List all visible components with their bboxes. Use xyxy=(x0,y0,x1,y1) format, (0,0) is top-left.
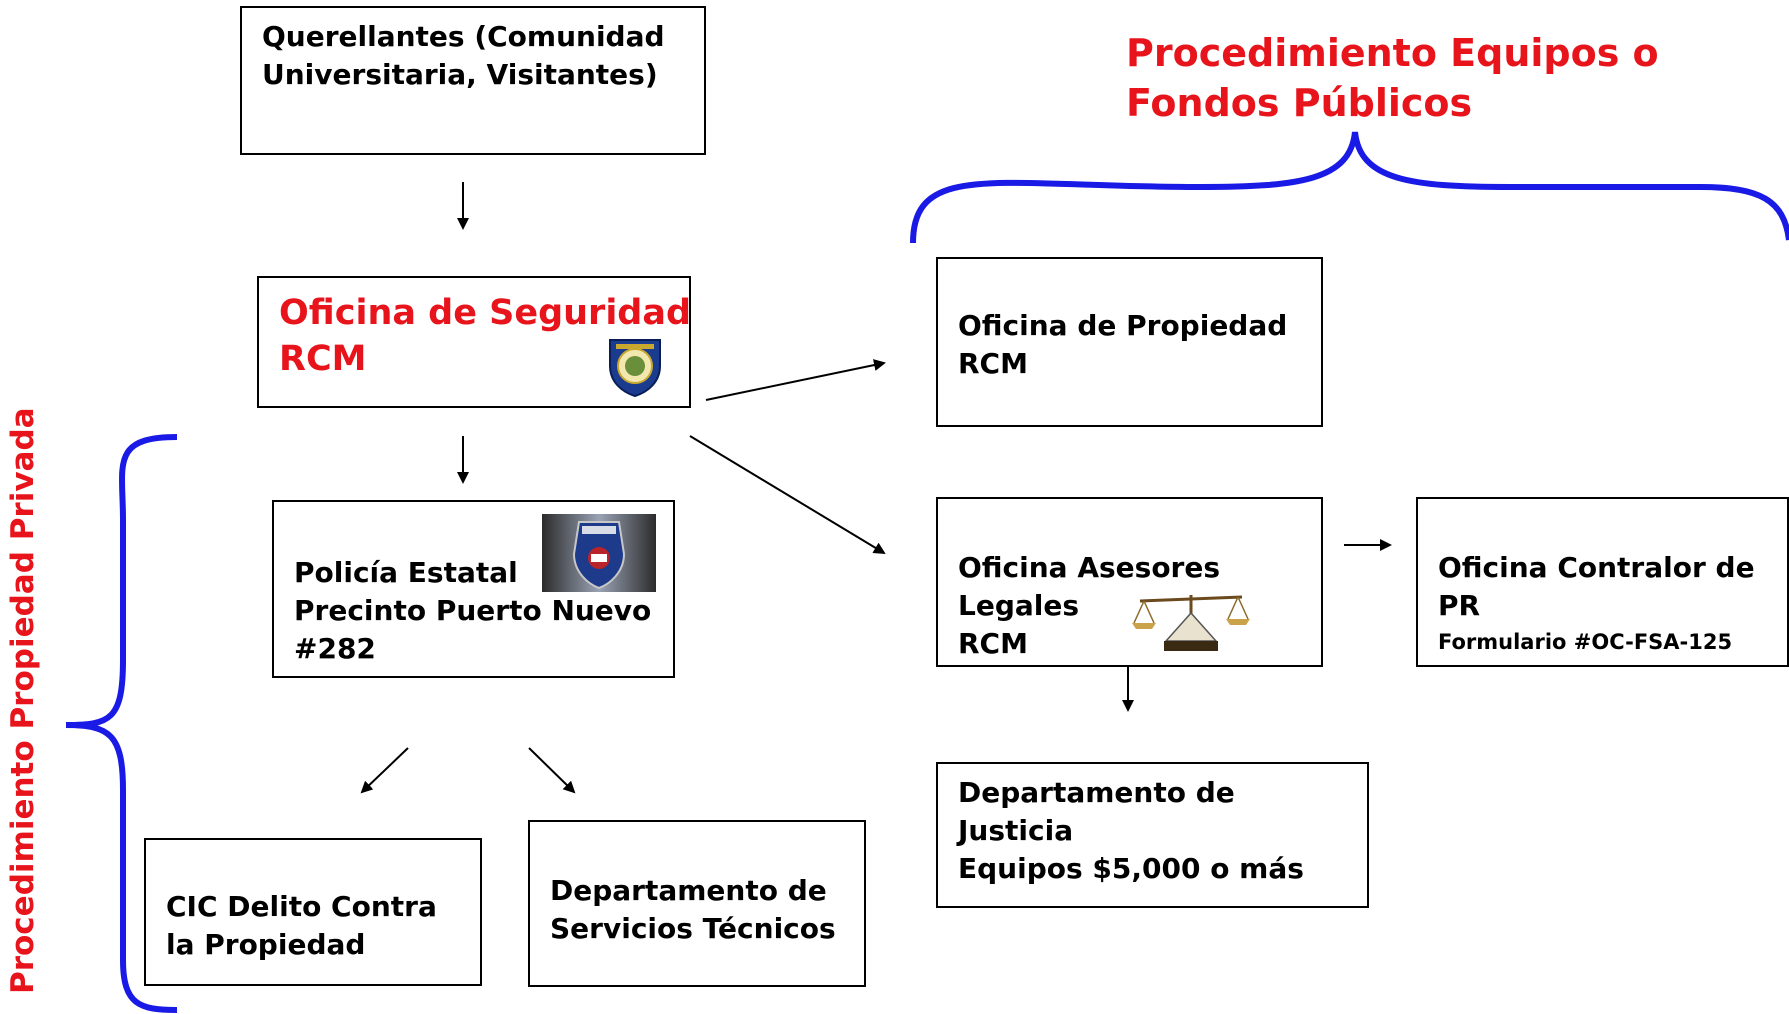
private-property-brace xyxy=(65,434,178,1013)
arrow-seguridad-to-asesores xyxy=(689,435,886,555)
cic-line-1: CIC Delito Contra xyxy=(166,890,437,923)
justicia-line-2: Justicia xyxy=(958,814,1074,847)
asesores-legales-box: Oficina Asesores Legales RCM xyxy=(936,497,1323,667)
contralor-line-1: Oficina Contralor de xyxy=(1438,551,1755,584)
justicia-line-1: Departamento de xyxy=(958,776,1235,809)
public-funds-heading-line-2: Fondos Públicos xyxy=(1126,81,1473,125)
contralor-line-2: PR xyxy=(1438,589,1481,622)
policia-estatal-line-1: Policía Estatal xyxy=(294,556,518,589)
justicia-box: Departamento de Justicia Equipos $5,000 … xyxy=(936,762,1369,908)
policia-estatal-line-2: Precinto Puerto Nuevo xyxy=(294,594,652,627)
justicia-line-3: Equipos $5,000 o más xyxy=(958,852,1304,885)
public-funds-heading-line-1: Procedimiento Equipos o xyxy=(1126,31,1659,75)
policia-estatal-line-3: #282 xyxy=(294,632,376,665)
arrow-seguridad-to-propiedad xyxy=(705,359,886,401)
private-property-heading: Procedimiento Propiedad Privada xyxy=(5,407,41,994)
servicios-tecnicos-line-1: Departamento de xyxy=(550,874,827,907)
querellantes-line-1: Querellantes (Comunidad xyxy=(262,20,665,53)
servicios-tecnicos-box: Departamento de Servicios Técnicos xyxy=(528,820,866,987)
policia-estatal-box: Policía Estatal Precinto Puerto Nuevo #2… xyxy=(272,500,675,678)
cic-box: CIC Delito Contra la Propiedad xyxy=(144,838,482,986)
querellantes-box: Querellantes (Comunidad Universitaria, V… xyxy=(240,6,706,155)
public-funds-brace xyxy=(910,131,1789,244)
police-patch-icon xyxy=(542,514,656,592)
asesores-legales-line-3: RCM xyxy=(958,627,1028,660)
cic-line-2: la Propiedad xyxy=(166,928,366,961)
oficina-seguridad-line-2: RCM xyxy=(279,339,367,379)
arrow-policia-to-servicios xyxy=(528,747,576,794)
oficina-propiedad-line-2: RCM xyxy=(958,347,1028,380)
arrow-policia-to-cic xyxy=(360,747,409,794)
oficina-seguridad-box: Oficina de Seguridad RCM xyxy=(257,276,691,408)
public-funds-heading: Procedimiento Equipos o Fondos Públicos xyxy=(1126,28,1659,128)
scales-of-justice-icon xyxy=(1132,595,1250,651)
contralor-form-label: Formulario #OC-FSA-125 xyxy=(1438,630,1733,654)
security-badge-icon xyxy=(609,339,661,398)
oficina-seguridad-line-1: Oficina de Seguridad xyxy=(279,293,692,333)
oficina-propiedad-box: Oficina de Propiedad RCM xyxy=(936,257,1323,427)
contralor-box: Oficina Contralor de PR Formulario #OC-F… xyxy=(1416,497,1789,667)
asesores-legales-line-1: Oficina Asesores xyxy=(958,551,1221,584)
asesores-legales-line-2: Legales xyxy=(958,589,1080,622)
oficina-propiedad-line-1: Oficina de Propiedad xyxy=(958,309,1288,342)
querellantes-line-2: Universitaria, Visitantes) xyxy=(262,58,658,91)
servicios-tecnicos-line-2: Servicios Técnicos xyxy=(550,912,836,945)
